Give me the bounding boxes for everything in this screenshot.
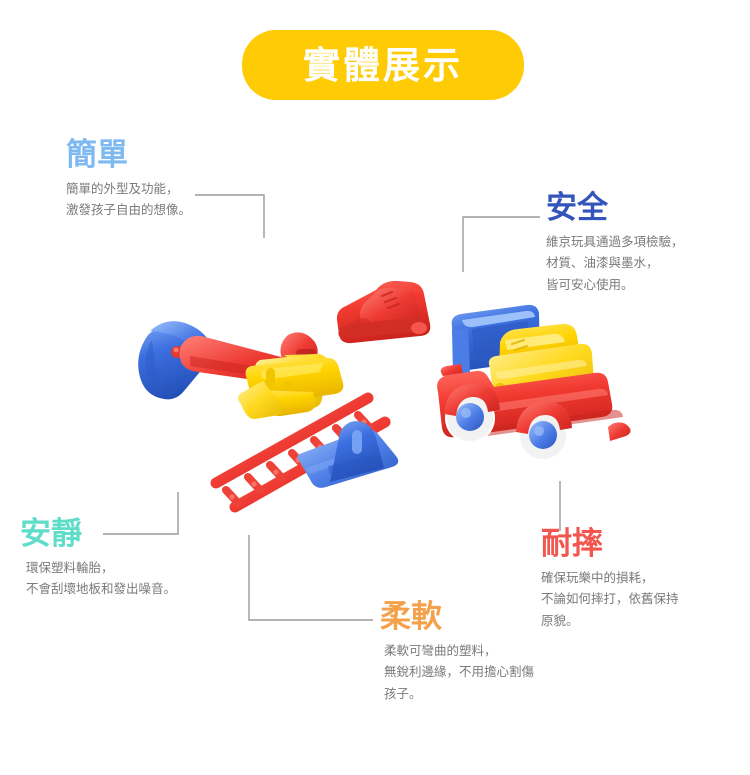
feature-soft-line-1: 柔軟可彎曲的塑料， [384,642,497,658]
truck-wheel-rear [445,393,495,443]
feature-durable-line-3: 原貌。 [541,613,579,629]
toy-ladder [210,392,391,513]
feature-soft-title: 柔軟 [380,599,442,635]
feature-simple-line-2: 激發孩子自由的想像。 [66,202,192,218]
connector-simple [195,194,265,238]
feature-simple-description: 簡單的外型及功能， 激發孩子自由的想像。 [66,178,191,222]
feature-safe-description: 維京玩具通過多項檢驗， 材質、油漆與墨水， 皆可安心使用。 [546,231,684,297]
feature-durable-title: 耐摔 [541,526,603,562]
toy-excavator-arm [138,321,344,420]
feature-safe-title: 安全 [546,190,608,226]
feature-durable-line-2: 不論如何摔打，依舊保持 [541,591,679,607]
feature-simple-title: 簡單 [66,137,128,173]
truck-wheel-front [518,411,568,461]
feature-quiet-line-1: 環保塑料輪胎， [26,559,114,575]
feature-soft-line-2: 無銳利邊緣，不用擔心割傷 [384,664,535,680]
feature-simple-line-1: 簡單的外型及功能， [66,180,179,196]
connector-soft [248,535,373,621]
toy-red-cab [336,280,431,344]
toy-blue-wedge [297,421,399,488]
toy-dump-truck [437,304,631,461]
feature-quiet-line-2: 不會刮壞地板和發出噪音。 [26,581,177,597]
feature-durable: 耐摔 確保玩樂中的損耗， 不論如何摔打，依舊保持 原貌。 [541,528,679,632]
feature-durable-description: 確保玩樂中的損耗， 不論如何摔打，依舊保持 原貌。 [541,567,679,633]
feature-quiet: 安靜 環保塑料輪胎， 不會刮壞地板和發出噪音。 [20,518,176,600]
feature-durable-line-1: 確保玩樂中的損耗， [541,569,654,585]
feature-safe-line-2: 材質、油漆與墨水， [546,255,659,271]
feature-safe-line-3: 皆可安心使用。 [546,277,634,293]
feature-simple: 簡單 簡單的外型及功能， 激發孩子自由的想像。 [66,139,191,221]
feature-safe: 安全 維京玩具通過多項檢驗， 材質、油漆與墨水， 皆可安心使用。 [546,192,684,296]
page-title: 實體展示 [303,43,463,87]
feature-soft-line-3: 孩子。 [384,686,422,702]
feature-soft-description: 柔軟可彎曲的塑料， 無銳利邊緣，不用擔心割傷 孩子。 [384,640,534,706]
feature-soft: 柔軟 柔軟可彎曲的塑料， 無銳利邊緣，不用擔心割傷 孩子。 [380,601,534,705]
feature-safe-line-1: 維京玩具通過多項檢驗， [546,233,684,249]
connector-safe [462,216,540,272]
feature-quiet-description: 環保塑料輪胎， 不會刮壞地板和發出噪音。 [26,557,176,601]
feature-quiet-title: 安靜 [20,516,82,552]
title-banner: 實體展示 [242,30,524,100]
